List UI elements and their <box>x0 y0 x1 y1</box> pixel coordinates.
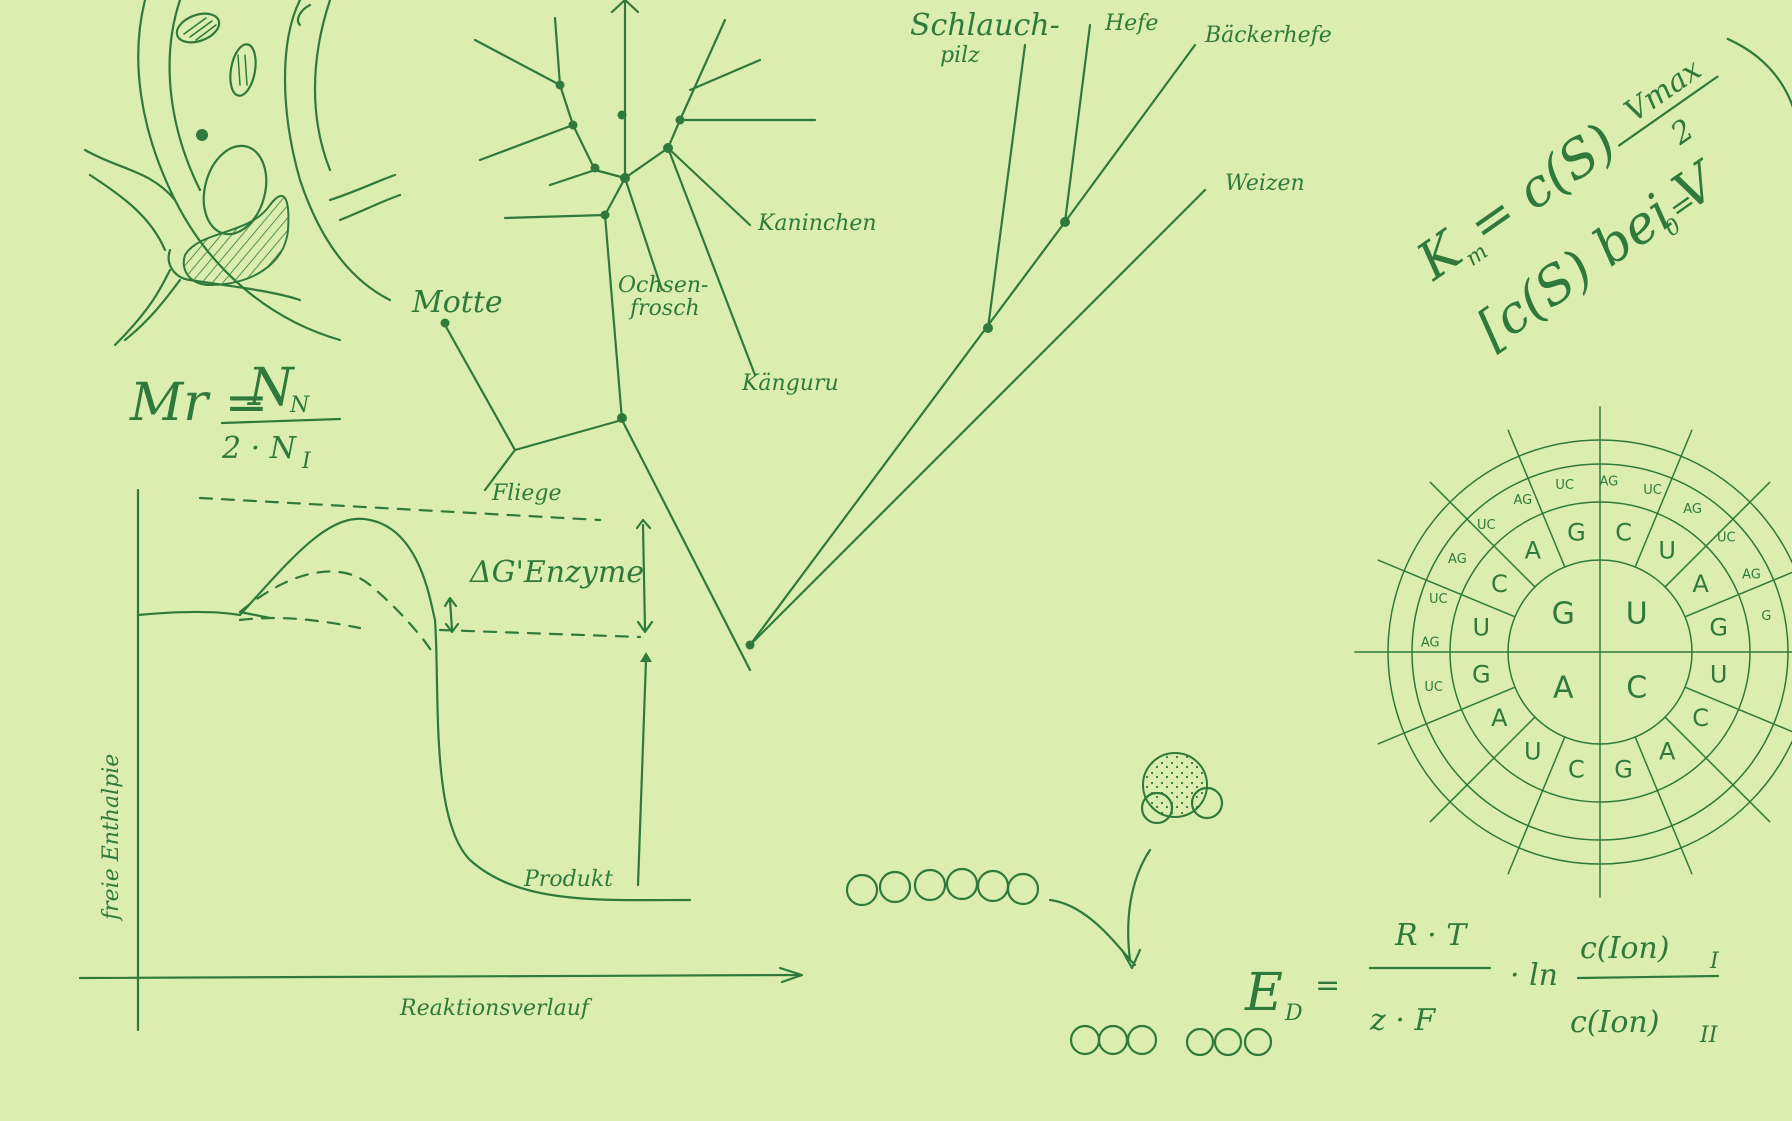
codon-ray <box>1634 429 1693 568</box>
svg-text:ΔG'Enzyme: ΔG'Enzyme <box>469 555 644 590</box>
codon-outer-base: AG <box>1421 636 1440 651</box>
svg-text:c(Ion): c(Ion) <box>1580 931 1669 966</box>
phylogenetic-tree-animals: Motte Fliege Kaninchen Ochsen- frosch Kä… <box>411 0 877 672</box>
svg-text:z · F: z · F <box>1369 1003 1436 1038</box>
svg-text:R · T: R · T <box>1394 918 1468 953</box>
svg-text:2: 2 <box>1664 112 1701 152</box>
svg-text:Motte: Motte <box>411 285 503 320</box>
codon-ray <box>1684 571 1792 618</box>
codon-outer-base: UC <box>1555 478 1574 493</box>
svg-text:pilz: pilz <box>940 43 980 68</box>
codon-outer-base: AG <box>1683 502 1702 517</box>
michaelis-constant-formula: K m = c(S) Vmax 2 [c(S) bei V 0 = <box>1406 37 1792 360</box>
codon-middle-base: U <box>1658 536 1676 564</box>
codon-inner-base: C <box>1626 670 1647 705</box>
codon-ray <box>1634 736 1693 875</box>
codon-inner-base: U <box>1626 597 1648 632</box>
svg-text:E: E <box>1244 963 1283 1023</box>
codon-outer-base: UC <box>1477 518 1496 533</box>
svg-text:Bäckerhefe: Bäckerhefe <box>1204 23 1332 48</box>
codon-ray <box>1377 559 1516 618</box>
codon-middle-base: U <box>1473 613 1491 641</box>
svg-text:Weizen: Weizen <box>1225 171 1305 196</box>
codon-ray <box>1664 481 1771 588</box>
svg-text:II: II <box>1699 1023 1719 1048</box>
svg-text:Känguru: Känguru <box>741 371 839 396</box>
codon-middle-base: C <box>1568 756 1585 784</box>
codon-outer-base: AG <box>1600 475 1619 490</box>
svg-text:I: I <box>1709 949 1720 974</box>
codon-ray <box>1664 716 1771 823</box>
codon-inner-base: G <box>1552 597 1575 632</box>
codon-outer-base: AG <box>1742 567 1761 582</box>
molar-ratio-formula: Mr = N N 2 · N I <box>129 358 342 474</box>
codon-middle-base: G <box>1709 613 1728 641</box>
codon-middle-base: A <box>1659 738 1676 766</box>
codon-outer-base: G <box>1761 609 1771 624</box>
ribosome-sketch <box>845 752 1273 1057</box>
codon-outer-base: UC <box>1717 531 1736 546</box>
codon-middle-base: C <box>1491 570 1508 598</box>
svg-text:c(Ion): c(Ion) <box>1570 1005 1659 1040</box>
codon-inner-base: A <box>1553 670 1574 705</box>
codon-ray <box>1429 716 1536 823</box>
svg-text:frosch: frosch <box>628 296 700 321</box>
codon-middle-base: U <box>1524 738 1542 766</box>
svg-text:2 · N: 2 · N <box>221 431 298 466</box>
codon-middle-base: G <box>1567 518 1586 546</box>
svg-text:· ln: · ln <box>1510 958 1558 993</box>
codon-ray <box>1429 481 1536 588</box>
phylogenetic-tree-fungi-plants: Schlauch- pilz Hefe Bäckerhefe Weizen <box>748 8 1332 647</box>
svg-text:N: N <box>246 358 295 418</box>
svg-text:Hefe: Hefe <box>1104 11 1158 36</box>
svg-text:Kaninchen: Kaninchen <box>757 211 877 236</box>
codon-middle-base: G <box>1614 756 1633 784</box>
codon-middle-base: U <box>1710 661 1728 689</box>
codon-ray <box>1507 429 1566 568</box>
codon-outer-base: UC <box>1643 483 1662 498</box>
svg-text:Vmax: Vmax <box>1618 52 1708 129</box>
energy-diagram: freie Enthalpie Reaktionsverlauf ΔG'Enzy… <box>78 488 804 1032</box>
svg-text:Ochsen-: Ochsen- <box>618 273 708 298</box>
codon-middle-base: A <box>1525 536 1542 564</box>
codon-outer-base: UC <box>1424 680 1443 695</box>
codon-outer-base: UC <box>1429 592 1448 607</box>
svg-text:Schlauch-: Schlauch- <box>910 8 1060 43</box>
codon-ray <box>1684 686 1792 733</box>
svg-text:Fliege: Fliege <box>491 481 561 506</box>
diffusion-potential-formula: E D = R · T z · F · ln c(Ion) I c(Ion) I… <box>1244 918 1720 1048</box>
codon-outer-base: AG <box>1448 552 1467 567</box>
codon-outer-base: AG <box>1513 493 1532 508</box>
codon-middle-base: C <box>1692 704 1709 732</box>
svg-text:=: = <box>1315 968 1340 1003</box>
codon-middle-base: G <box>1472 661 1491 689</box>
plant-cell-sketch <box>83 0 402 347</box>
codon-ray <box>1507 736 1566 875</box>
svg-text:D: D <box>1284 1001 1303 1026</box>
codon-middle-base: A <box>1491 704 1508 732</box>
svg-text:Produkt: Produkt <box>523 867 613 892</box>
svg-text:freie Enthalpie: freie Enthalpie <box>99 754 124 922</box>
codon-ray <box>1377 686 1516 745</box>
svg-text:N: N <box>289 393 310 418</box>
svg-text:I: I <box>301 449 312 474</box>
codon-middle-base: A <box>1692 570 1709 598</box>
codon-middle-base: C <box>1615 518 1632 546</box>
svg-text:Reaktionsverlauf: Reaktionsverlauf <box>399 996 593 1021</box>
